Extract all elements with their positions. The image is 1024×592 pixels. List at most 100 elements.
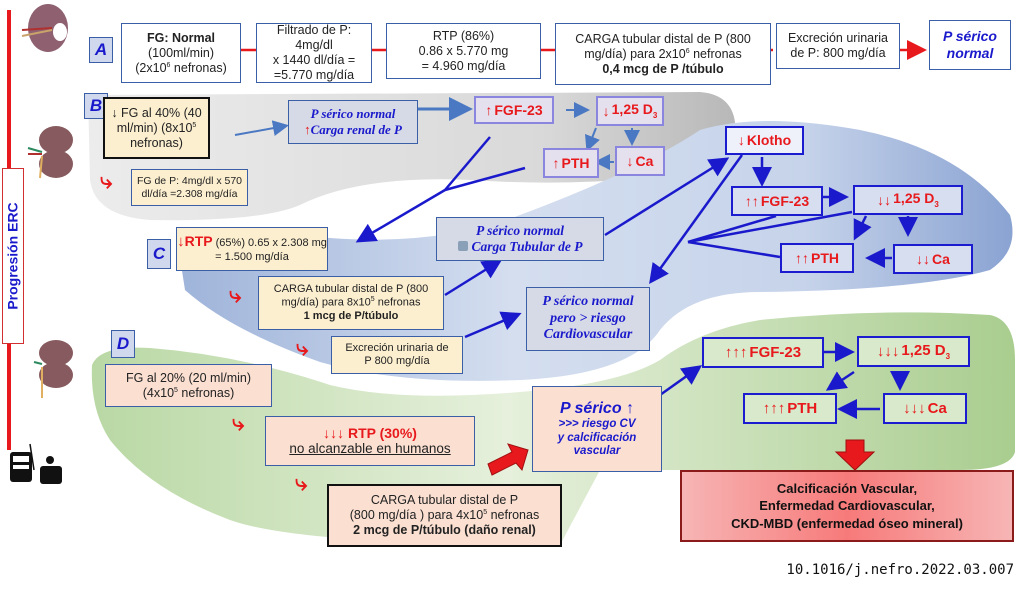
up-arrow-icon: ↑ — [304, 122, 311, 137]
stage-a-rtp-box: RTP (86%) 0.86 x 5.770 mg = 4.960 mg/día — [386, 23, 541, 79]
text: ml/min) (8x105 — [117, 121, 197, 136]
text: (800 mg/día ) para 4x105 nefronas — [350, 508, 539, 523]
text: Klotho — [746, 132, 792, 149]
superscript: 5 — [483, 508, 488, 516]
text: (2x10 — [135, 60, 167, 75]
text: normal — [946, 45, 994, 61]
stage-b-fgf23-box: ↑FGF-23 — [474, 96, 554, 124]
up-arrow-icon: ↑ — [485, 101, 493, 118]
text: 2 mcg de P/túbulo (daño renal) — [353, 523, 536, 537]
text: >>> riesgo CV — [558, 417, 636, 430]
up-arrow-icon: ↑↑ — [795, 249, 809, 266]
text: P sérico — [943, 28, 997, 45]
superscript: 5 — [174, 386, 178, 394]
text: P sérico — [559, 399, 622, 417]
curved-arrow-icon: ⤷ — [100, 168, 113, 193]
text: ↓ FG al 40% (40 — [111, 106, 201, 121]
text: Filtrado de P: 4mg/dl — [276, 23, 352, 52]
text: mg/día) para 8x10 — [281, 296, 371, 309]
region-b — [88, 92, 736, 221]
superscript: 5 — [370, 296, 375, 304]
text: (65%) 0.65 x 2.308 mg — [212, 237, 327, 250]
text: CARGA tubular distal de P — [370, 493, 519, 507]
text: RTP (30%) — [347, 424, 417, 441]
stage-a-fg-box: FG: Normal (100ml/min) (2x106 nefronas) — [121, 23, 241, 83]
down-arrow-icon: ↓ — [602, 102, 610, 119]
text: Cardiovascular — [543, 327, 633, 343]
stage-c-p-serico-riesgo-box: P sérico normal pero > riesgo Cardiovasc… — [526, 287, 650, 351]
text: P 800 mg/día — [364, 355, 430, 367]
text: Ca — [932, 250, 950, 267]
stage-c-rtp-box: ↓RTP (65%) 0.65 x 2.308 mg = 1.500 mg/dí… — [176, 227, 328, 271]
text: RTP (86%) — [432, 28, 495, 43]
text: nefronas) — [130, 135, 183, 150]
text: PTH — [787, 399, 818, 417]
up-arrow-icon: ↑↑ — [744, 192, 759, 209]
text: ↓↓↓ RTP (30%) — [323, 425, 417, 442]
text: nefronas — [374, 296, 421, 309]
stage-d-d3-box: ↓↓↓1,25 D3 — [857, 336, 970, 367]
superscript: 6 — [166, 61, 171, 69]
text: 1,25 D3 — [901, 342, 950, 362]
curved-arrow-icon: ⤷ — [229, 282, 242, 307]
down-arrow-icon: ↓↓ — [877, 191, 892, 208]
text: Excreción urinaria de — [345, 341, 449, 354]
text: 1,25 D — [901, 341, 946, 359]
down-arrow-icon: ↓ — [737, 132, 745, 149]
down-arrow-icon: ↓↓↓ — [876, 342, 900, 360]
text: ↑Carga renal de P — [304, 122, 402, 138]
stage-d-p-serico-box: P sérico ↑ >>> riesgo CV y calcificación… — [532, 386, 662, 472]
text: FG de P: 4mg/dl x 570 — [136, 174, 243, 187]
text: 1 mcg de P/túbulo — [303, 309, 399, 322]
text: pero > riesgo — [550, 310, 626, 326]
superscript: 6 — [685, 47, 690, 55]
stage-a-filtrado-box: Filtrado de P: 4mg/dl x 1440 dl/día = =5… — [256, 23, 372, 83]
subscript: 3 — [945, 351, 951, 361]
text: vascular — [573, 445, 621, 458]
stage-a-letter: A — [89, 37, 113, 63]
stage-a-fg-rate: (100ml/min) — [148, 45, 214, 60]
curved-arrow-icon: ⤷ — [296, 335, 309, 360]
text: P sérico ↑ — [560, 399, 634, 418]
text: RTP — [184, 233, 213, 250]
text: 1,25 D — [611, 101, 653, 118]
subscript: 3 — [652, 111, 658, 121]
text: FGF-23 — [760, 192, 810, 209]
stage-d-rtp-box: ↓↓↓ RTP (30%) no alcanzable en humanos — [265, 416, 475, 466]
down-arrow-icon: ↓↓ — [916, 250, 931, 267]
stage-d-letter: D — [111, 330, 135, 358]
text: FG al 20% (20 ml/min) — [125, 370, 252, 385]
text: Ca — [927, 399, 947, 417]
stage-b-fg-box: ↓ FG al 40% (40 ml/min) (8x105 nefronas) — [103, 97, 210, 159]
text: Carga renal de P — [310, 122, 402, 137]
curved-arrow-icon: ⤷ — [232, 410, 245, 435]
stage-a-result-box: P sérico normal — [929, 20, 1011, 70]
text: Ca — [635, 152, 654, 169]
kidney-icon-stage-d — [33, 340, 73, 398]
text: P sérico normal — [475, 222, 564, 238]
stage-c-fgf23-box: ↑↑FGF-23 — [731, 186, 823, 216]
text: nefronas — [487, 508, 540, 522]
text: CKD-MBD (enfermedad óseo mineral) — [731, 515, 963, 531]
up-arrow-icon: ↑ — [626, 399, 635, 417]
text: = 4.960 mg/día — [421, 58, 506, 73]
text: Calcificación Vascular, — [776, 480, 918, 496]
text: PTH — [561, 154, 590, 171]
stage-c-letter: C — [147, 239, 171, 269]
text: =5.770 mg/día — [273, 68, 355, 82]
stage-d-carga-box: CARGA tubular distal de P (800 mg/día ) … — [327, 484, 562, 547]
text: y calcificación — [557, 431, 637, 444]
up-arrow-icon — [457, 241, 468, 251]
text: P sérico normal — [310, 106, 396, 122]
stage-a-carga-box: CARGA tubular distal de P (800 mg/día) p… — [555, 23, 771, 85]
text: x 1440 dl/día = — [272, 53, 356, 67]
text: P sérico normal — [542, 293, 634, 309]
stage-c-carga-box: CARGA tubular distal de P (800 mg/día) p… — [258, 276, 444, 330]
big-red-down-arrow-icon — [834, 439, 876, 471]
stage-b-pth-box: ↑PTH — [543, 148, 599, 178]
up-arrow-icon: ↑↑↑ — [724, 343, 748, 361]
subscript: 3 — [934, 200, 939, 210]
text: = 1.500 mg/día — [215, 251, 289, 264]
down-arrow-icon: ↓ — [626, 152, 634, 169]
stage-c-pth-box: ↑↑PTH — [780, 243, 854, 273]
